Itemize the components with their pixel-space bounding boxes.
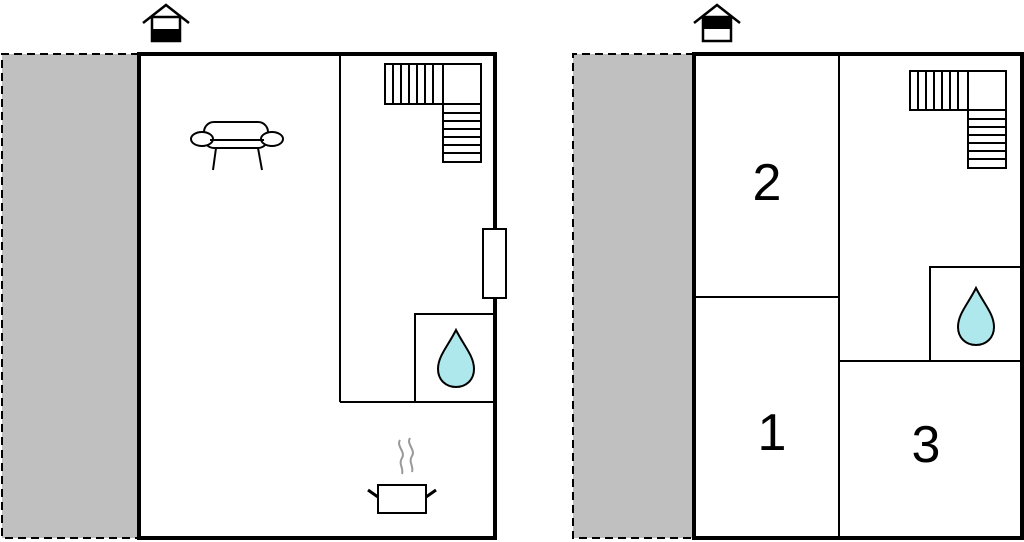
ground-floor-plan bbox=[1, 3, 507, 540]
house-upper-floor-icon bbox=[693, 3, 741, 43]
door-icon bbox=[482, 228, 507, 299]
sofa-icon bbox=[190, 121, 284, 171]
house-ground-floor-icon bbox=[142, 3, 190, 43]
upper-floor-interior-walls bbox=[694, 54, 1022, 538]
exterior-area bbox=[572, 53, 694, 539]
staircase-icon bbox=[909, 70, 1007, 169]
upper-floor-plan: 2 1 3 bbox=[572, 3, 1024, 540]
staircase-icon bbox=[384, 63, 482, 163]
ground-floor-outer-wall bbox=[137, 52, 497, 540]
ground-floor-interior-walls bbox=[339, 54, 495, 403]
room-number-1: 1 bbox=[758, 404, 787, 462]
water-drop-icon bbox=[956, 285, 996, 347]
water-drop-icon bbox=[436, 327, 476, 389]
room-number-3: 3 bbox=[912, 416, 941, 474]
exterior-area bbox=[1, 53, 139, 539]
cooking-pot-icon bbox=[367, 437, 437, 514]
room-number-2: 2 bbox=[753, 154, 782, 212]
